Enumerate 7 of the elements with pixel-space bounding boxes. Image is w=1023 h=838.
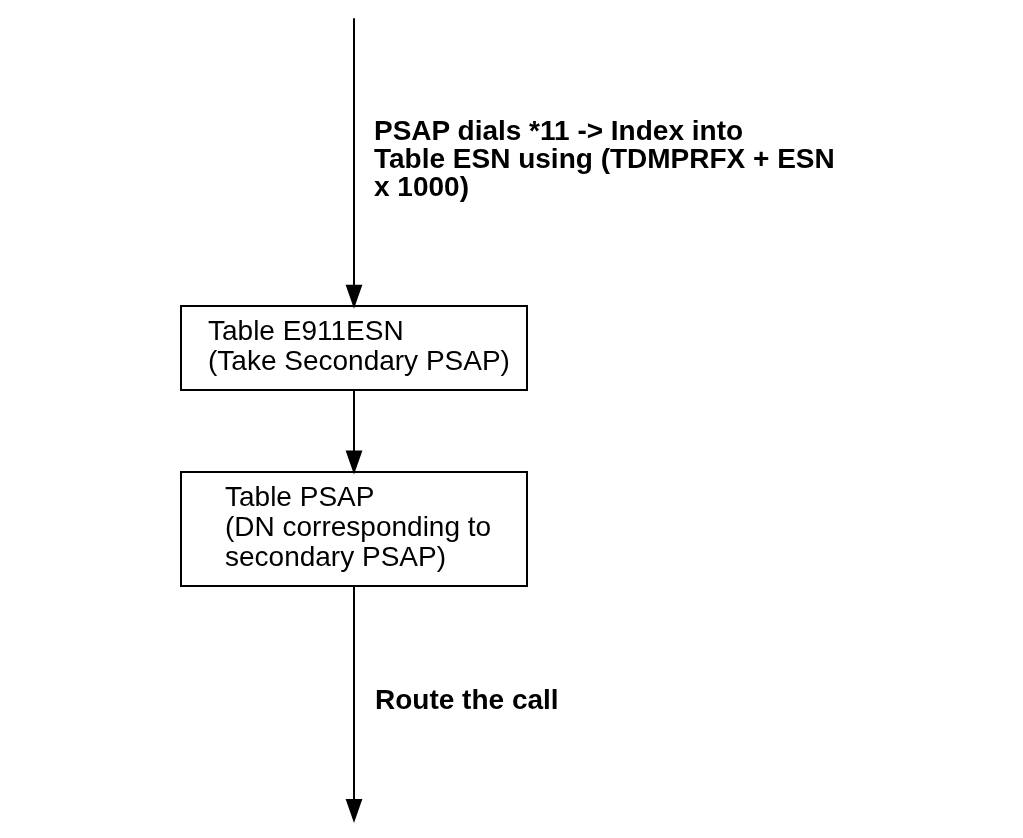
edge-label: Route the call [375,684,559,716]
arrow [345,17,363,309]
arrow [345,389,363,475]
node-box: Table E911ESN (Take Secondary PSAP) [180,305,528,391]
edge-label: PSAP dials *11 -> Index into Table ESN using (TDMPRFX + ESN x 1000) [374,115,835,203]
arrow [345,585,363,823]
node-box: Table PSAP (DN corresponding to secondary PSAP) [180,471,528,587]
